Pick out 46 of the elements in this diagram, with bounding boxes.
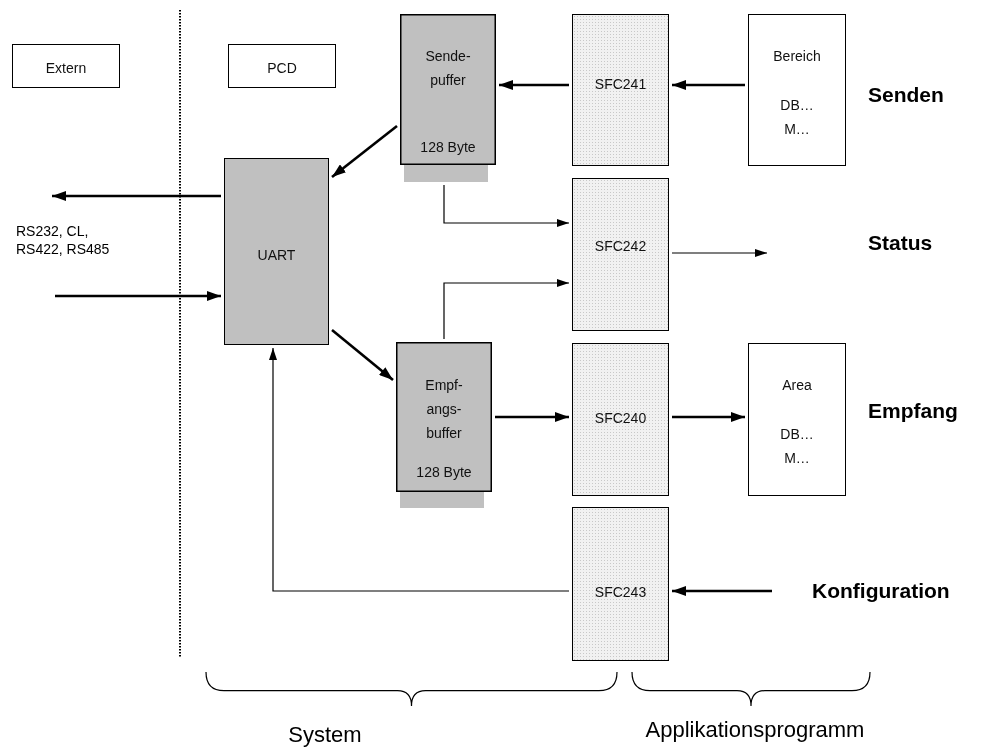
block-title: SFC241	[593, 75, 648, 94]
label-box	[748, 343, 846, 496]
arrow	[52, 191, 221, 201]
group-label: Applikationsprogramm	[644, 717, 866, 744]
arrow	[55, 291, 221, 301]
uart-block	[224, 158, 329, 345]
group-label: System	[287, 722, 363, 749]
block-title: PCD	[266, 59, 298, 78]
block-title: Area	[781, 376, 813, 395]
arrow	[443, 184, 570, 227]
buffer-block	[396, 342, 492, 508]
block-title: Sende- puffer	[424, 47, 472, 90]
block-detail: 128 Byte	[415, 463, 473, 482]
interface-label: RS232, CL, RS422, RS485	[16, 222, 111, 258]
arrow	[671, 249, 768, 257]
arrow	[269, 347, 570, 592]
block-detail: 128 Byte	[419, 138, 477, 157]
block-detail: DB… M…	[779, 96, 815, 139]
block-title: Bereich	[772, 47, 822, 66]
label-box	[228, 44, 336, 88]
block-title: SFC240	[593, 409, 648, 428]
block-title: Empf- angs- buffer	[424, 376, 464, 443]
arrow	[672, 586, 772, 596]
label-box	[748, 14, 846, 166]
function-label: Empfang	[868, 398, 958, 424]
arrow	[499, 80, 569, 90]
function-block	[572, 14, 669, 166]
function-label: Konfiguration	[812, 578, 950, 604]
arrow	[443, 279, 570, 340]
function-label: Senden	[868, 82, 944, 108]
arrow	[672, 412, 745, 422]
arrow	[331, 329, 394, 381]
function-label: Status	[868, 230, 933, 256]
buffer-block	[400, 14, 496, 182]
block-title: Extern	[44, 59, 88, 78]
block-title: SFC242	[593, 237, 648, 256]
arrow	[495, 412, 569, 422]
block-title: UART	[256, 246, 297, 265]
arrow	[672, 80, 745, 90]
label-box	[12, 44, 120, 88]
function-block	[572, 343, 669, 496]
arrow	[331, 124, 398, 179]
block-title: SFC243	[593, 583, 648, 602]
block-detail: DB… M…	[779, 425, 815, 468]
function-block	[572, 178, 669, 331]
function-block	[572, 507, 669, 661]
